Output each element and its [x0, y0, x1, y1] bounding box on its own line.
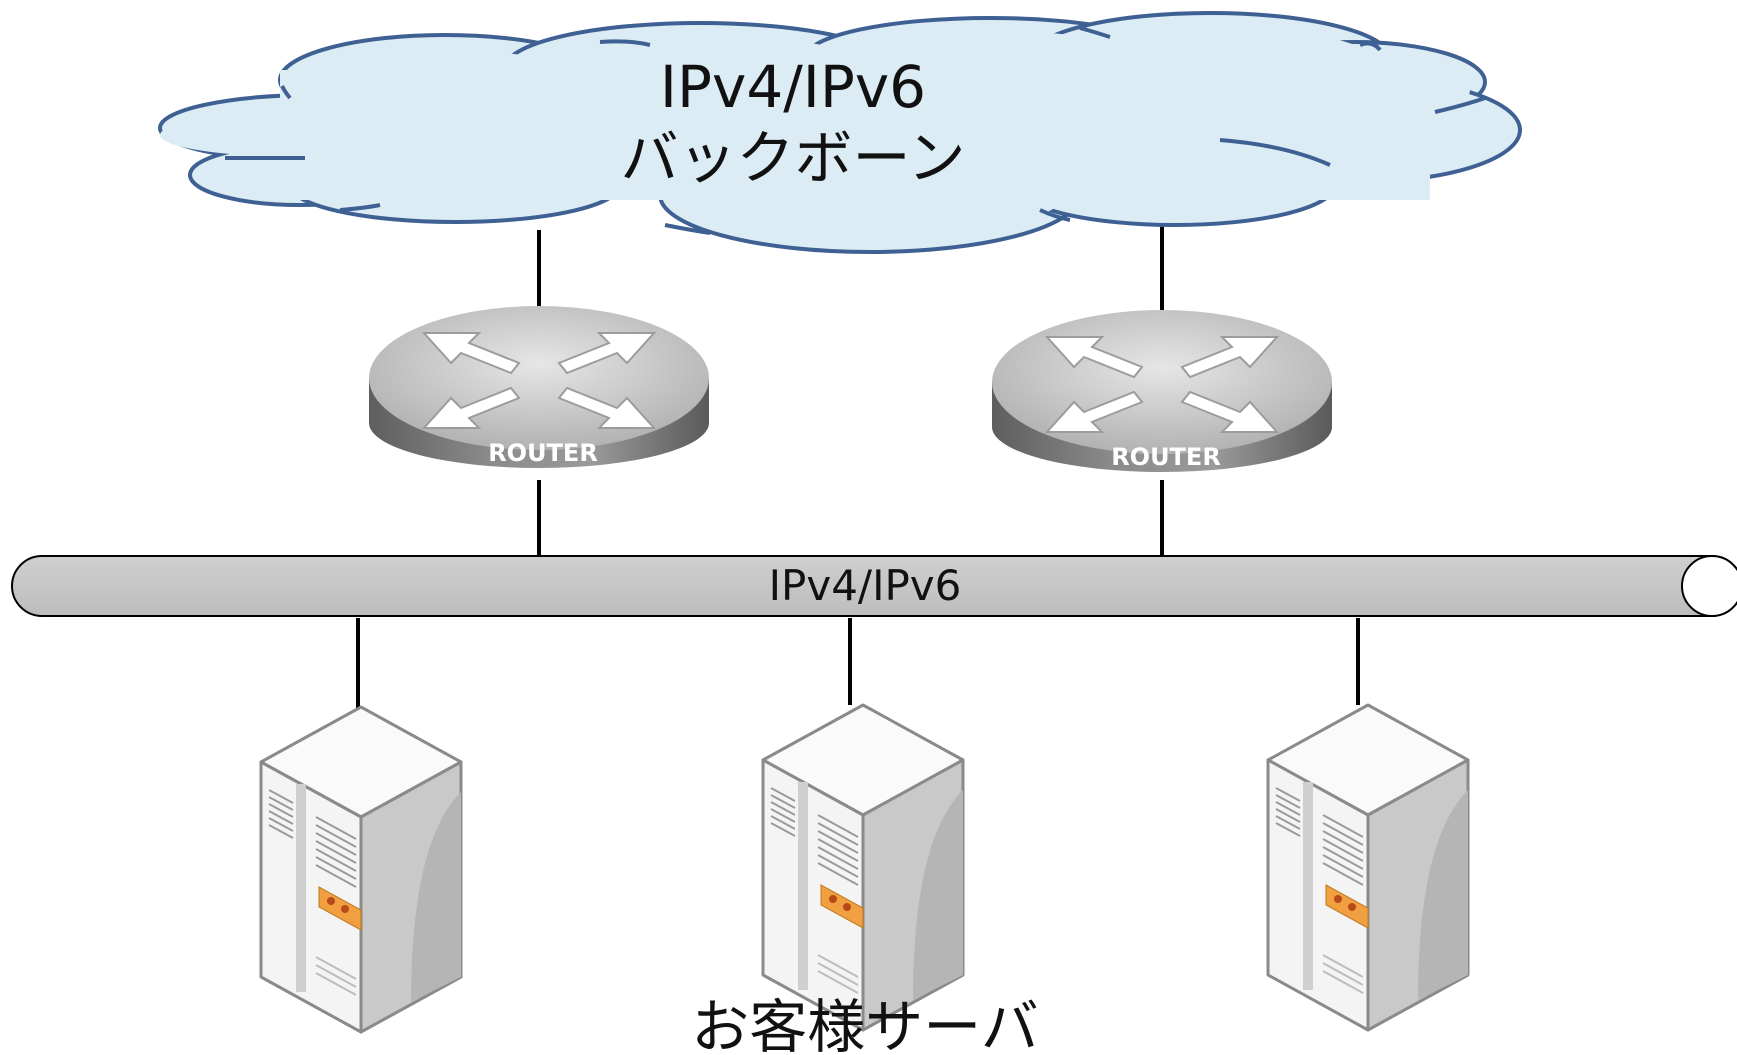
bus-label: IPv4/IPv6 [769, 561, 962, 610]
backbone-cloud: IPv4/IPv6 バックボーン [158, 11, 1522, 254]
server-center [763, 705, 963, 1030]
router-right: ROUTER [991, 309, 1333, 473]
router-left: ROUTER [368, 305, 710, 469]
ipv4-ipv6-bus: IPv4/IPv6 [11, 555, 1737, 617]
server-left [261, 707, 461, 1032]
server-right [1268, 705, 1468, 1030]
router-left-label: ROUTER [488, 439, 598, 467]
connection-lines [356, 215, 1360, 708]
router-right-label: ROUTER [1111, 443, 1221, 471]
servers-caption: お客様サーバ [691, 993, 1038, 1055]
cloud-label-line1: IPv4/IPv6 [660, 53, 926, 121]
cloud-label-line2: バックボーン [620, 124, 965, 192]
